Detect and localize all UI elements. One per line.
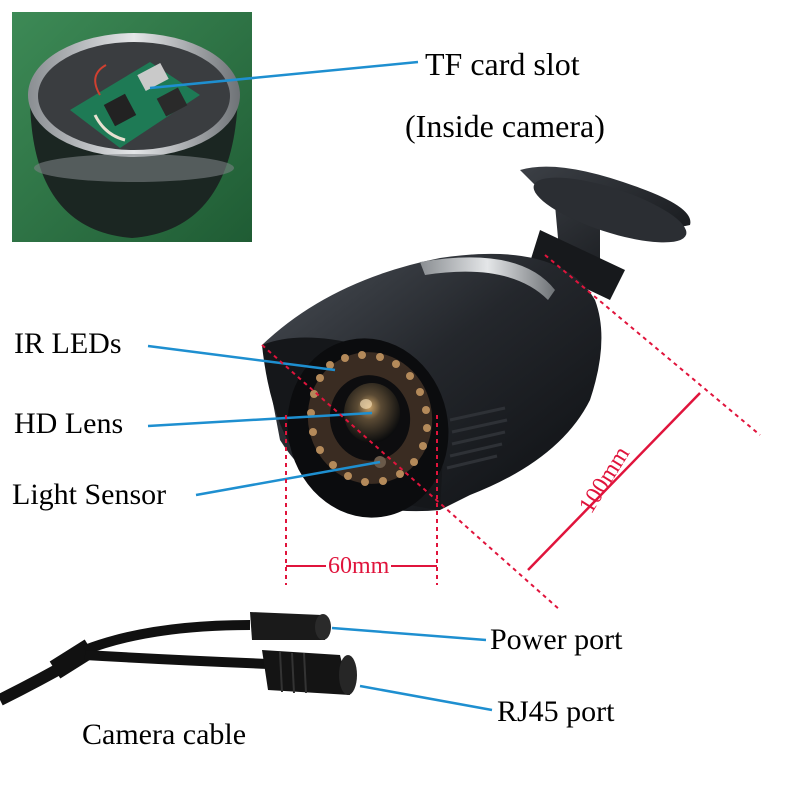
inset-photo	[12, 12, 252, 242]
label-tf-card-slot: TF card slot	[425, 46, 580, 82]
label-light-sensor: Light Sensor	[12, 478, 167, 511]
leader-rj45-port	[359, 684, 493, 712]
label-hd-lens: HD Lens	[14, 407, 124, 440]
leader-tf-card-slot	[149, 60, 419, 90]
label-inside-camera: (Inside camera)	[405, 108, 605, 144]
dim-100-back-extension	[544, 254, 761, 436]
dim-100-line	[527, 392, 701, 571]
label-power-port: Power port	[490, 623, 623, 656]
leader-lines	[147, 60, 493, 712]
ir-leds	[307, 351, 431, 486]
label-camera-cable: Camera cable	[82, 718, 247, 751]
dim-100-front-extension	[261, 344, 561, 611]
dimension-label-60mm: 60mm	[326, 553, 392, 579]
power-connector	[250, 612, 325, 640]
camera-illustration	[262, 166, 691, 518]
rj45-connector	[262, 650, 350, 695]
camera-cable-illustration	[0, 612, 357, 706]
leader-light-sensor	[195, 460, 381, 497]
label-rj45-port: RJ45 port	[497, 695, 615, 728]
leader-ir-leds	[147, 344, 336, 372]
leader-power-port	[331, 626, 487, 642]
leader-hd-lens	[147, 411, 373, 428]
label-ir-leds: IR LEDs	[14, 327, 122, 360]
